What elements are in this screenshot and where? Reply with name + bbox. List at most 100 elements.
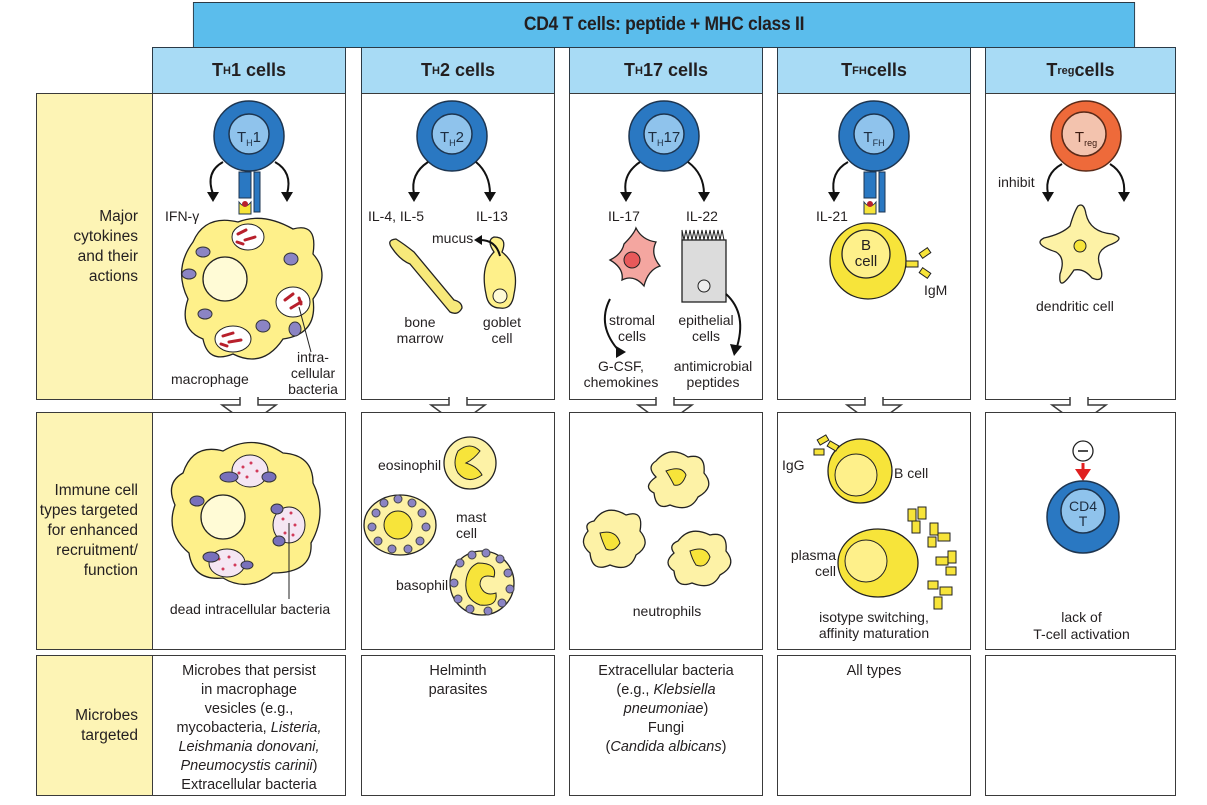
cytokine-label-right: IL-22 <box>686 208 718 224</box>
igg-antibody-icon <box>816 434 830 446</box>
microbe-text: All types <box>846 663 902 679</box>
row-label-immune-cells: Immune cell types targeted for enhanced … <box>36 412 153 650</box>
lack-of-label: lack of <box>1061 609 1102 625</box>
antibody-cluster-icon <box>907 506 957 610</box>
bone-marrow-icon <box>389 238 463 314</box>
immune-cell-tfh: IgG B cell plasma cell isotype switching… <box>777 412 971 650</box>
tfh-cell-label: TFH <box>863 129 885 149</box>
cytokine-cell-treg: Treg inhibit dendritic cell <box>985 93 1176 400</box>
microbe-text: (Candida albicans) <box>605 739 727 755</box>
activated-macrophage-illustration <box>170 441 321 599</box>
microbe-text: (e.g., Klebsiella <box>616 682 716 698</box>
diagram-title: CD4 T cells: peptide + MHC class II <box>192 2 1136 48</box>
tcr-receptor-icon <box>863 171 877 199</box>
microbes-cell-tfh: All types <box>777 655 971 796</box>
cytokine-label-left: IL-17 <box>608 208 640 224</box>
epithelial-cell-icon <box>681 239 727 303</box>
b-cell-label: B cell <box>854 237 878 270</box>
immune-cell-th2: eosinophil mast cell basophil <box>361 412 555 650</box>
macrophage-label: macrophage <box>171 371 249 387</box>
inhibit-arrow-icon <box>1109 163 1126 195</box>
b-cell-plasma-cell-illustration <box>813 434 957 610</box>
microbe-text: Extracellular bacteria <box>598 663 734 679</box>
granulocytes-illustration <box>363 436 515 616</box>
isotype-switching-label: isotype switching, affinity maturation <box>818 609 930 641</box>
microbes-cell-th17: Extracellular bacteria (e.g., Klebsiella… <box>569 655 763 796</box>
b-cell-label: B cell <box>894 465 929 481</box>
tcr-receptor-icon <box>238 171 252 199</box>
treg-cytokine-illustration <box>1039 100 1130 284</box>
microbe-text: parasites <box>428 682 488 698</box>
bacteria-label: intra- cellular bacteria <box>288 349 338 397</box>
down-arrows <box>219 397 1109 426</box>
goblet-cell-label: goblet cell <box>482 314 522 346</box>
microbe-text: Helminth <box>429 663 487 679</box>
cytokine-label-left: IL-4, IL-5 <box>368 208 425 224</box>
microbe-text: Fungi <box>647 720 685 736</box>
cytokine-cell-th1: TH1 IFN-γ macrophage intra- cellular bac… <box>152 93 346 400</box>
microbes-cell-th1: Microbes that persist in macrophage vesi… <box>152 655 346 796</box>
th2-cytokine-illustration <box>389 100 517 314</box>
cytokine-cell-th2: TH2 IL-4, IL-5 IL-13 mucus bone marrow g… <box>361 93 555 400</box>
igg-label: IgG <box>782 457 805 473</box>
inhibition-arrow-icon <box>1075 469 1091 481</box>
macrophage-icon <box>170 441 321 585</box>
cytokine-cell-th17: TH17 IL-17 IL-22 stromal cells epithelia… <box>569 93 763 400</box>
inhibit-label: inhibit <box>998 174 1035 190</box>
stromal-cells-label: stromal cells <box>609 312 655 344</box>
cytokine-arrow-icon <box>832 161 849 195</box>
basophil-label: basophil <box>396 577 449 593</box>
microbe-text: mycobacteria, Listeria, <box>176 720 322 736</box>
th1-cell-label: TH1 <box>236 129 261 149</box>
th17-cytokine-illustration <box>603 100 742 358</box>
th17-cell-label: TH17 <box>647 129 681 149</box>
cytokine-label: IFN-γ <box>165 208 200 224</box>
neutrophils-illustration <box>582 451 732 587</box>
plasma-cell-label: plasma cell <box>790 547 836 579</box>
mucus-label: mucus <box>432 230 474 246</box>
gcsf-label: G-CSF, chemokines <box>583 358 659 390</box>
microbe-text: Microbes that persist <box>182 663 316 679</box>
epithelial-cells-label: epithelial cells <box>678 312 734 344</box>
goblet-cell-icon <box>483 236 517 309</box>
cd4-t-cell-illustration <box>1046 440 1120 554</box>
igm-label: IgM <box>924 282 948 298</box>
microbe-text: Extracellular bacteria <box>181 777 317 793</box>
neutrophils-label: neutrophils <box>632 603 702 619</box>
immune-cell-th1: dead intracellular bacteria <box>152 412 346 650</box>
microbe-text: pneumoniae) <box>623 701 709 717</box>
dendritic-cell-label: dendritic cell <box>1036 298 1114 314</box>
mast-cell-label: mast cell <box>456 509 487 541</box>
row-label-cytokines: Major cytokines and their actions <box>36 93 153 400</box>
row-label-microbes: Microbes targeted <box>36 655 153 796</box>
cytokine-arrow-icon <box>412 161 429 195</box>
th2-cell-label: TH2 <box>439 129 464 149</box>
eosinophil-label: eosinophil <box>378 457 442 473</box>
igm-antibody-icon <box>918 246 932 260</box>
immune-cell-th17: neutrophils <box>569 412 763 650</box>
cytokine-arrow-icon <box>274 161 290 195</box>
cytokine-arrow-icon <box>624 161 641 195</box>
microbe-text: in macrophage <box>201 682 297 698</box>
inhibit-arrow-icon <box>1046 163 1063 195</box>
tfh-cytokine-illustration <box>828 100 932 300</box>
antimicrobial-peptides-label: antimicrobial peptides <box>673 358 753 390</box>
cytokine-arrow-icon <box>687 161 705 195</box>
cytokine-arrow-icon <box>475 161 491 195</box>
cytokine-label: IL-21 <box>816 208 848 224</box>
macrophage-icon <box>181 217 323 360</box>
cytokine-arrow-icon <box>209 161 224 195</box>
bone-marrow-label: bone marrow <box>396 314 444 346</box>
t-cell-activation-label: T-cell activation <box>1033 626 1130 642</box>
dead-bacteria-label: dead intracellular bacteria <box>169 601 331 617</box>
eosinophil-icon <box>443 436 497 490</box>
treg-cell-label: Treg <box>1074 129 1098 149</box>
cytokine-label-right: IL-13 <box>476 208 508 224</box>
microbe-text: Pneumocystis carinii) <box>180 758 318 774</box>
